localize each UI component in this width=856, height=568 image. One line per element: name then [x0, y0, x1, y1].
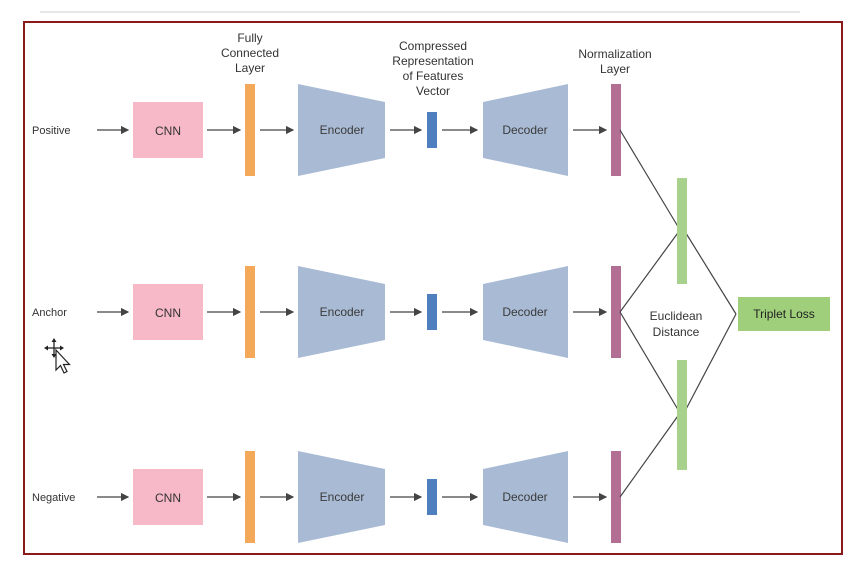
- header-compressed-line-1: Compressed: [399, 39, 467, 53]
- header-fully-connected-line-1: Fully: [237, 31, 262, 45]
- header-compressed-line-2: Representation: [392, 54, 473, 68]
- connector-anchor-to-upper-bar: [619, 229, 681, 313]
- cnn-block-anchor: [133, 284, 203, 340]
- header-normalization: Normalization Layer: [578, 47, 651, 76]
- encoder-label-negative: Encoder: [320, 490, 365, 504]
- feature-vector-positive: [427, 112, 437, 148]
- fc-layer-bar-negative: [245, 451, 255, 543]
- row-label-negative: Negative: [32, 492, 75, 504]
- header-normalization-line-1: Normalization: [578, 47, 651, 61]
- euclidean-label-line-1: Euclidean: [650, 309, 703, 323]
- decoder-block-negative: [483, 451, 568, 543]
- diagram-frame: [23, 21, 843, 555]
- norm-layer-bar-negative: [611, 451, 621, 543]
- feature-vector-anchor: [427, 294, 437, 330]
- row-negative: Negative CNN Encoder Decoder: [32, 451, 621, 543]
- header-fully-connected: Fully Connected Layer: [221, 31, 279, 75]
- decoder-block-positive: [483, 84, 568, 176]
- encoder-block-positive: [298, 84, 385, 176]
- connector-upper-bar-to-loss: [683, 229, 737, 315]
- connector-positive-to-upper-bar: [619, 129, 681, 231]
- cnn-block-negative: [133, 469, 203, 525]
- feature-vector-negative: [427, 479, 437, 515]
- distance-bar-lower: [677, 360, 687, 470]
- triplet-loss-box: [738, 297, 830, 331]
- decoder-label-positive: Decoder: [502, 123, 547, 137]
- fc-layer-bar-positive: [245, 84, 255, 176]
- row-positive: Positive CNN Encoder Decoder: [32, 84, 621, 176]
- encoder-label-anchor: Encoder: [320, 305, 365, 319]
- header-fully-connected-line-2: Connected: [221, 46, 279, 60]
- decoder-label-anchor: Decoder: [502, 305, 547, 319]
- connector-negative-to-lower-bar: [619, 412, 681, 498]
- cnn-label-negative: CNN: [155, 491, 181, 505]
- distance-bar-upper: [677, 178, 687, 284]
- row-label-positive: Positive: [32, 125, 71, 137]
- header-compressed-vector: Compressed Representation of Features Ve…: [392, 39, 473, 98]
- cnn-block-positive: [133, 102, 203, 158]
- connector-lower-bar-to-loss: [683, 313, 737, 414]
- norm-layer-bar-anchor: [611, 266, 621, 358]
- encoder-block-negative: [298, 451, 385, 543]
- cnn-label-positive: CNN: [155, 124, 181, 138]
- header-fully-connected-line-3: Layer: [235, 61, 265, 75]
- header-compressed-line-3: of Features: [403, 69, 464, 83]
- norm-layer-bar-positive: [611, 84, 621, 176]
- header-normalization-line-2: Layer: [600, 62, 630, 76]
- encoder-block-anchor: [298, 266, 385, 358]
- header-compressed-line-4: Vector: [416, 84, 450, 98]
- row-label-anchor: Anchor: [32, 307, 67, 319]
- fc-layer-bar-anchor: [245, 266, 255, 358]
- euclidean-label-line-2: Distance: [653, 325, 700, 339]
- decoder-block-anchor: [483, 266, 568, 358]
- encoder-label-positive: Encoder: [320, 123, 365, 137]
- cnn-label-anchor: CNN: [155, 306, 181, 320]
- row-anchor: Anchor CNN Encoder Decoder: [32, 266, 621, 358]
- decoder-label-negative: Decoder: [502, 490, 547, 504]
- move-cursor-icon: [44, 338, 71, 374]
- connector-anchor-to-lower-bar: [619, 311, 681, 414]
- distance-section: Euclidean Distance Triplet Loss: [619, 129, 830, 498]
- triplet-loss-label: Triplet Loss: [753, 307, 815, 321]
